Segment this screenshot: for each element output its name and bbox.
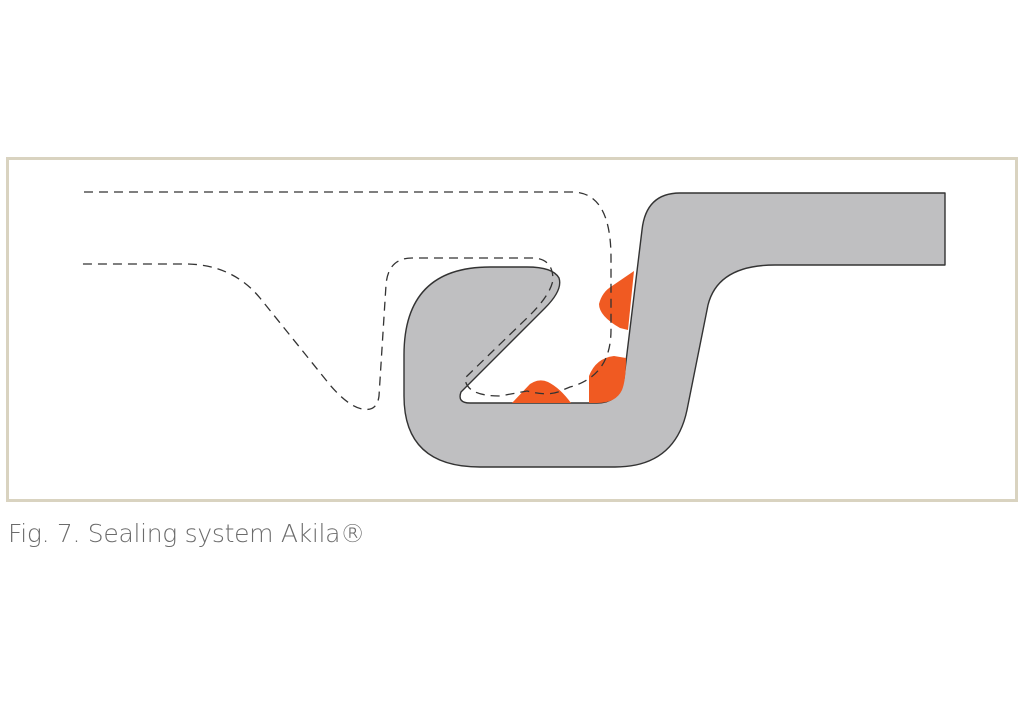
inner-seal — [589, 356, 626, 403]
lower-seal — [512, 380, 571, 403]
metal-profile — [403, 192, 946, 468]
figure-caption: Fig. 7. Sealing system Akila® — [8, 519, 365, 548]
mating-profile-dashed-outline — [78, 191, 612, 411]
upper-seal — [599, 271, 634, 330]
